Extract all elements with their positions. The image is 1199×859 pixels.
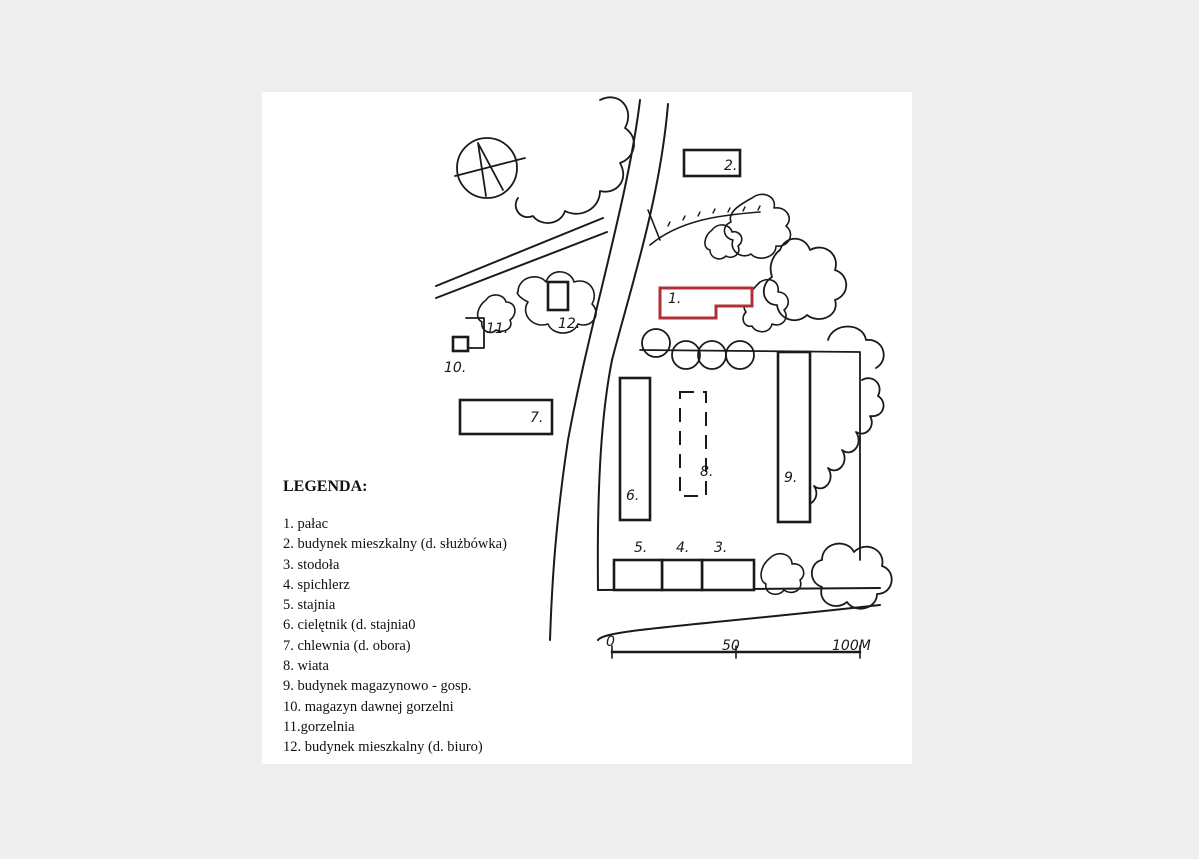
label-8: 8. (700, 464, 713, 480)
label-10: 10. (444, 360, 466, 376)
building-8-shed[interactable] (679, 391, 707, 497)
scale-end: 100M (832, 638, 871, 654)
legend-item: 2. budynek mieszkalny (d. służbówka) (283, 536, 507, 553)
tree-group-12 (476, 271, 597, 334)
label-4: 4. (676, 540, 689, 556)
legend-item: 7. chlewnia (d. obora) (283, 637, 411, 654)
label-7: 7. (530, 410, 543, 426)
legend-item: 6. cielętnik (d. stajnia0 (283, 617, 416, 634)
legend-item: 5. stajnia (283, 597, 336, 614)
scale-bar: 0 50 100M (606, 634, 871, 659)
label-12: 12. (558, 316, 580, 332)
tree-row-palace (641, 328, 755, 370)
building-labels: 1. 2. 3. 4. 5. 6. 7. 8. 9. 10. 11. 12. (444, 158, 797, 556)
legend-title: LEGENDA: (283, 478, 368, 495)
label-9: 9. (784, 470, 797, 486)
bush-cluster-palace (742, 278, 790, 333)
building-9[interactable] (776, 350, 812, 524)
legend-list: 1. pałac 2. budynek mieszkalny (d. służb… (283, 514, 553, 758)
building-11[interactable] (465, 317, 485, 349)
legend-item: 3. stodoła (283, 556, 340, 573)
label-3: 3. (714, 540, 727, 556)
tree-cluster-east-top (763, 237, 848, 322)
building-6[interactable] (618, 376, 652, 522)
side-road (435, 217, 608, 299)
building-3[interactable] (700, 558, 756, 592)
building-4[interactable] (660, 558, 704, 592)
building-10[interactable] (451, 335, 470, 353)
tick-marks (667, 205, 761, 227)
building-7[interactable] (458, 398, 554, 436)
label-2: 2. (724, 158, 737, 174)
legend-item: 11.gorzelnia (283, 718, 355, 735)
legend: LEGENDA: 1. pałac 2. budynek mieszkalny … (283, 478, 553, 758)
legend-item: 8. wiata (283, 658, 329, 675)
legend-item: 12. budynek mieszkalny (d. biuro) (283, 739, 483, 756)
legend-item: 10. magazyn dawnej gorzelni (283, 698, 454, 715)
label-5: 5. (634, 540, 647, 556)
tree-group-south (760, 542, 893, 610)
south-lane (597, 587, 881, 641)
building-2[interactable] (682, 148, 742, 178)
label-1: 1. (668, 291, 681, 307)
label-6: 6. (626, 488, 639, 504)
scale-start: 0 (606, 634, 615, 650)
north-arrow-icon (454, 137, 526, 199)
yard-boundary (639, 349, 861, 561)
building-5[interactable] (612, 558, 664, 592)
drive-edge (647, 209, 661, 241)
building-1-palace[interactable] (658, 286, 754, 320)
legend-item: 9. budynek magazynowo - gosp. (283, 678, 472, 695)
bush-cluster-north (704, 193, 792, 260)
legend-item: 1. pałac (283, 516, 329, 532)
legend-item: 4. spichlerz (283, 576, 350, 593)
label-11: 11. (486, 321, 508, 337)
building-12[interactable] (546, 280, 570, 312)
tree-group-north (514, 96, 635, 224)
main-road (549, 99, 669, 641)
scale-mid: 50 (722, 638, 740, 654)
